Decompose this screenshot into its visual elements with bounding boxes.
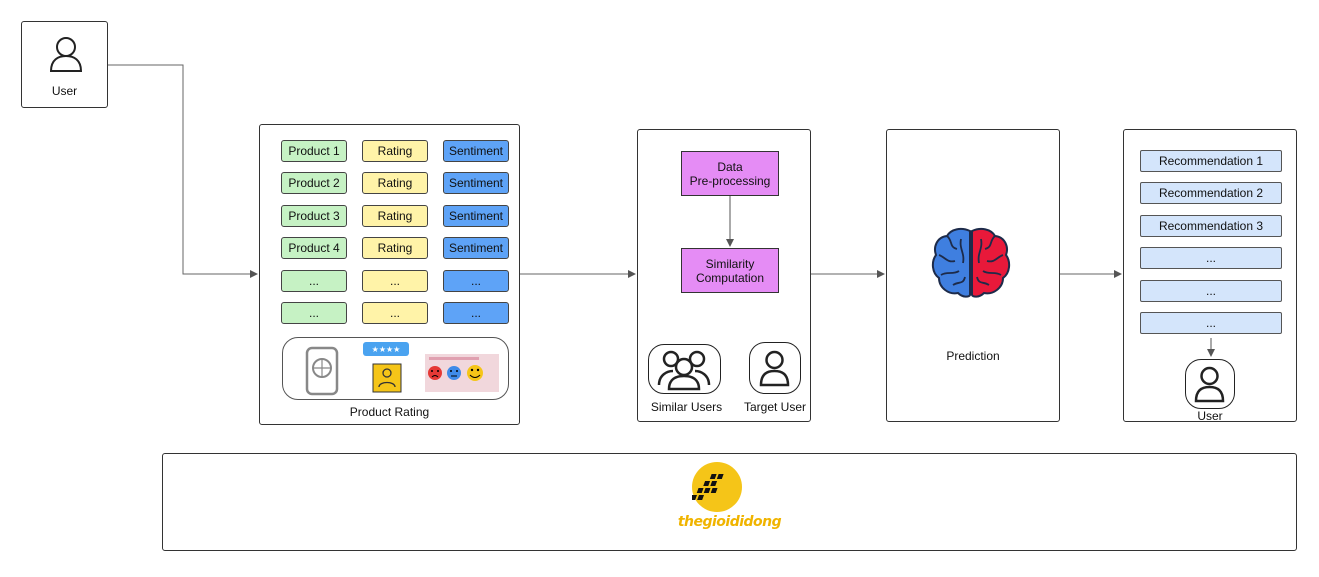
sentiment-cell: Sentiment xyxy=(443,237,509,260)
recommendation-item: ... xyxy=(1140,279,1282,302)
similar-users-icon xyxy=(648,344,721,394)
recommended-user-label: User xyxy=(1197,409,1223,423)
recommendation-item: Recommendation 2 xyxy=(1140,182,1282,205)
sentiment-cell: ... xyxy=(443,302,509,324)
recommendation-panel: Recommendation 1 Recommendation 2 Recommen… xyxy=(1123,129,1297,423)
recommendation-item: ... xyxy=(1140,247,1282,270)
svg-text:★★★★: ★★★★ xyxy=(372,345,401,354)
rating-cell: ... xyxy=(362,302,428,324)
similar-users-label: Similar Users xyxy=(650,400,723,414)
product-cell: Product 2 xyxy=(281,172,347,195)
recommendation-to-user-arrow xyxy=(1207,338,1215,357)
product-cell: Product 4 xyxy=(281,237,347,260)
arrow-user-to-rating xyxy=(108,64,258,278)
target-user-icon xyxy=(749,342,801,394)
user-box: User xyxy=(21,21,108,108)
preprocessing-line2: Pre-processing xyxy=(689,173,771,188)
recommended-user-icon xyxy=(1185,359,1235,409)
rating-cell: Rating xyxy=(362,140,428,162)
recommendation-item: ... xyxy=(1140,312,1282,334)
rating-illustration-graphic: ★★★★ xyxy=(305,342,499,396)
rating-cell: Rating xyxy=(362,204,428,227)
similarity-line1: Similarity xyxy=(705,256,755,271)
sentiment-cell: Sentiment xyxy=(443,172,509,195)
user-icon xyxy=(49,37,83,72)
target-user-label: Target User xyxy=(743,400,807,414)
sentiment-cell: Sentiment xyxy=(443,140,509,162)
prediction-panel: Prediction xyxy=(886,129,1060,422)
product-cell: Product 3 xyxy=(281,204,347,227)
product-cell: Product 1 xyxy=(281,140,347,162)
brain-icon xyxy=(931,227,1011,298)
sentiment-emoji-strip xyxy=(425,354,499,392)
product-rating-caption: Product Rating xyxy=(349,405,430,419)
logo-bar: thegioididong xyxy=(162,453,1297,551)
rating-illustration: ★★★★ xyxy=(282,337,509,400)
similarity-line2: Computation xyxy=(695,270,765,285)
user-label: User xyxy=(51,84,78,98)
brand-logo-icon xyxy=(690,462,742,512)
sentiment-cell: Sentiment xyxy=(443,204,509,227)
product-cell: ... xyxy=(281,302,347,324)
prediction-label: Prediction xyxy=(946,349,1000,363)
product-cell: ... xyxy=(281,269,347,292)
preprocessing-line1: Data xyxy=(717,159,743,174)
rating-cell: Rating xyxy=(362,172,428,195)
phone-icon xyxy=(305,346,339,396)
recommendation-item: Recommendation 3 xyxy=(1140,214,1282,237)
rating-cell: Rating xyxy=(362,237,428,260)
recommendation-item: Recommendation 1 xyxy=(1140,150,1282,172)
rating-cell: ... xyxy=(362,269,428,292)
sentiment-cell: ... xyxy=(443,269,509,292)
brand-logo-text: thegioididong xyxy=(677,514,782,530)
review-card-icon: ★★★★ xyxy=(363,342,409,393)
preprocess-to-similarity-arrow xyxy=(726,196,734,247)
